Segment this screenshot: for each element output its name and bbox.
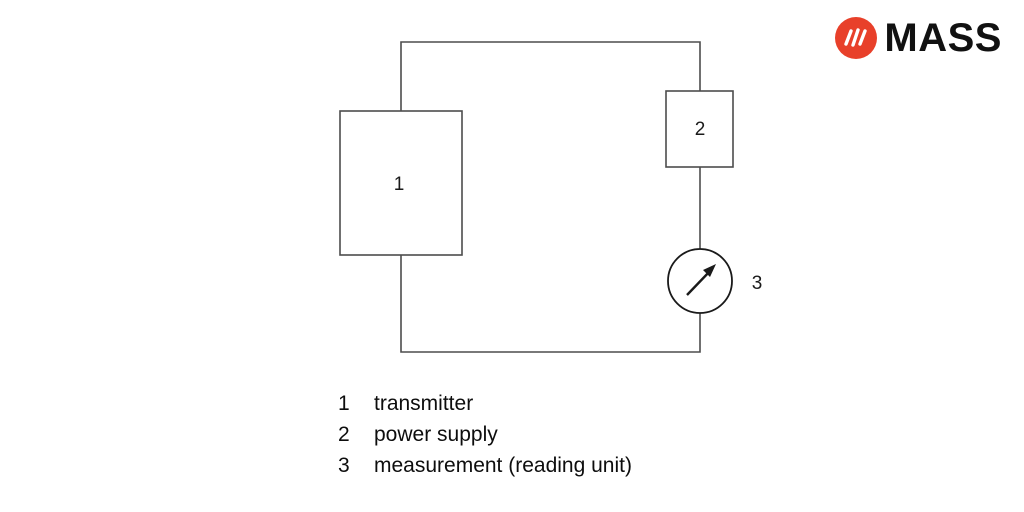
legend-label: measurement (reading unit) — [374, 454, 632, 477]
legend-item-measurement: 3 measurement (reading unit) — [338, 450, 632, 481]
mass-logo: MASS — [834, 16, 1002, 60]
power-supply-label: 2 — [695, 119, 706, 140]
legend-num: 3 — [338, 454, 350, 477]
meter-needle — [686, 269, 712, 296]
legend-num: 2 — [338, 423, 350, 446]
mass-logo-text: MASS — [884, 16, 1002, 60]
legend-label: transmitter — [374, 392, 474, 415]
legend-item-power-supply: 2 power supply — [338, 419, 632, 450]
mass-logo-icon — [835, 17, 878, 59]
wire-top — [400, 41, 701, 111]
power-supply-box — [665, 90, 734, 168]
legend-item-transmitter: 1 transmitter — [338, 388, 632, 419]
wire-bottom — [400, 255, 701, 353]
legend: 1 transmitter 2 power supply 3 measureme… — [338, 388, 632, 481]
transmitter-label: 1 — [394, 174, 405, 195]
legend-label: power supply — [374, 423, 498, 446]
transmitter-box — [339, 110, 463, 256]
legend-num: 1 — [338, 392, 350, 415]
meter-label: 3 — [752, 273, 763, 294]
meter-needle-head — [703, 264, 716, 277]
